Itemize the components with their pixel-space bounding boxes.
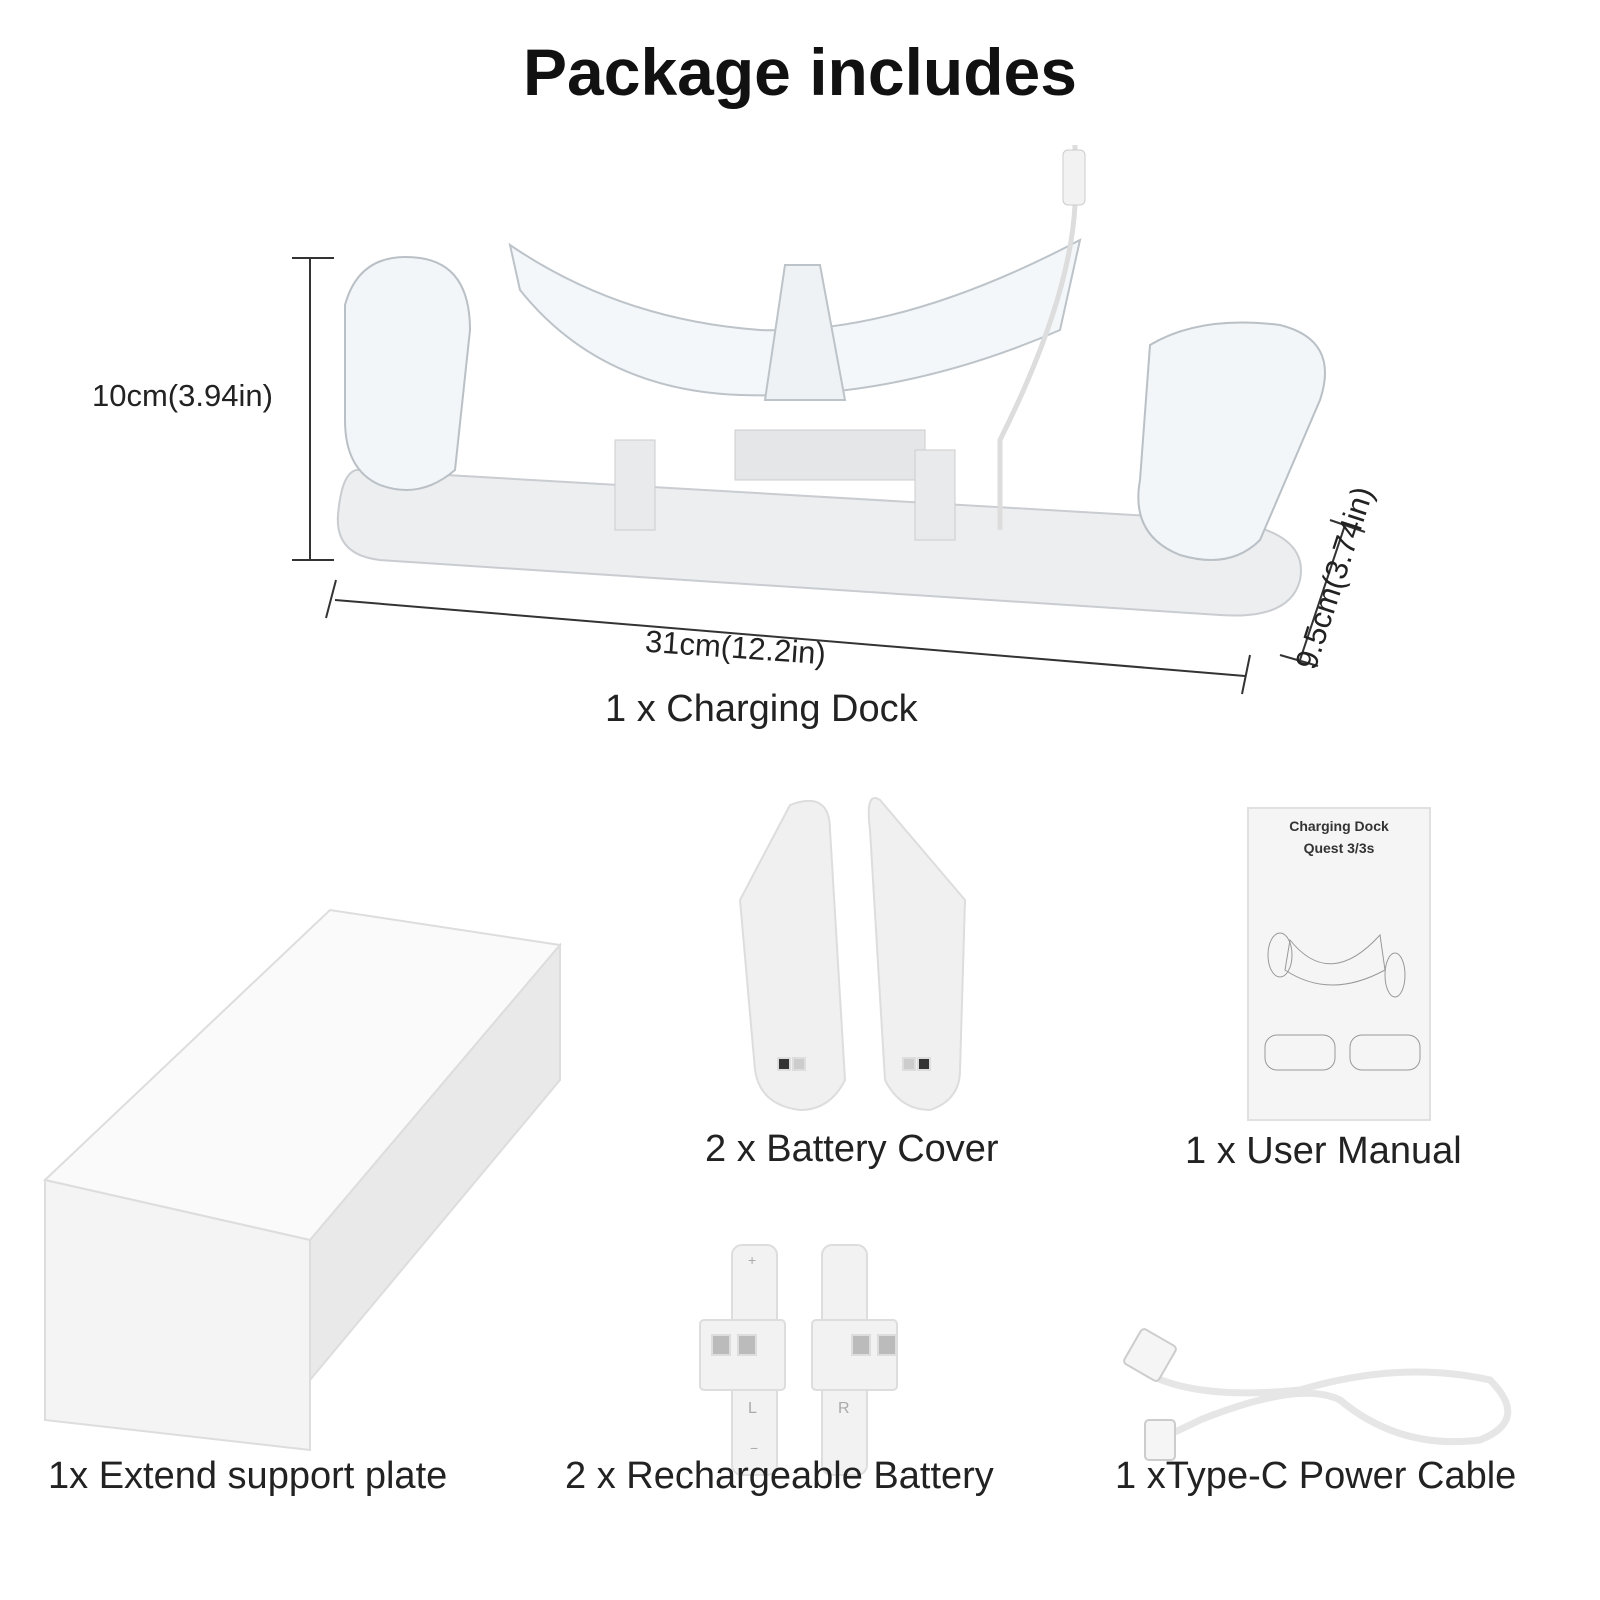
dimension-lines <box>292 257 1366 695</box>
charging-dock-image <box>336 145 1326 617</box>
battery-minus-mark: − <box>750 1440 759 1456</box>
support-plate-image <box>42 908 562 1452</box>
battery-label: 2 x Rechargeable Battery <box>565 1455 994 1497</box>
battery-plus-mark: + <box>748 1252 757 1268</box>
manual-cover-subtitle: Quest 3/3s <box>1303 840 1375 856</box>
support-plate-label: 1x Extend support plate <box>48 1455 448 1497</box>
page-title: Package includes <box>523 35 1077 109</box>
type-c-cable-image <box>1123 1328 1512 1461</box>
battery-covers-image <box>738 797 967 1112</box>
cable-label: 1 xType-C Power Cable <box>1115 1455 1517 1497</box>
battery-left-mark: L <box>748 1400 757 1417</box>
dock-label: 1 x Charging Dock <box>605 688 918 730</box>
manual-cover-title: Charging Dock <box>1289 818 1389 834</box>
battery-cover-label: 2 x Battery Cover <box>705 1128 999 1170</box>
rechargeable-batteries-image <box>699 1244 898 1476</box>
user-manual-image <box>1247 807 1431 1121</box>
battery-right-mark: R <box>838 1400 850 1417</box>
height-dimension-label: 10cm(3.94in) <box>92 378 273 413</box>
manual-label: 1 x User Manual <box>1185 1130 1462 1172</box>
